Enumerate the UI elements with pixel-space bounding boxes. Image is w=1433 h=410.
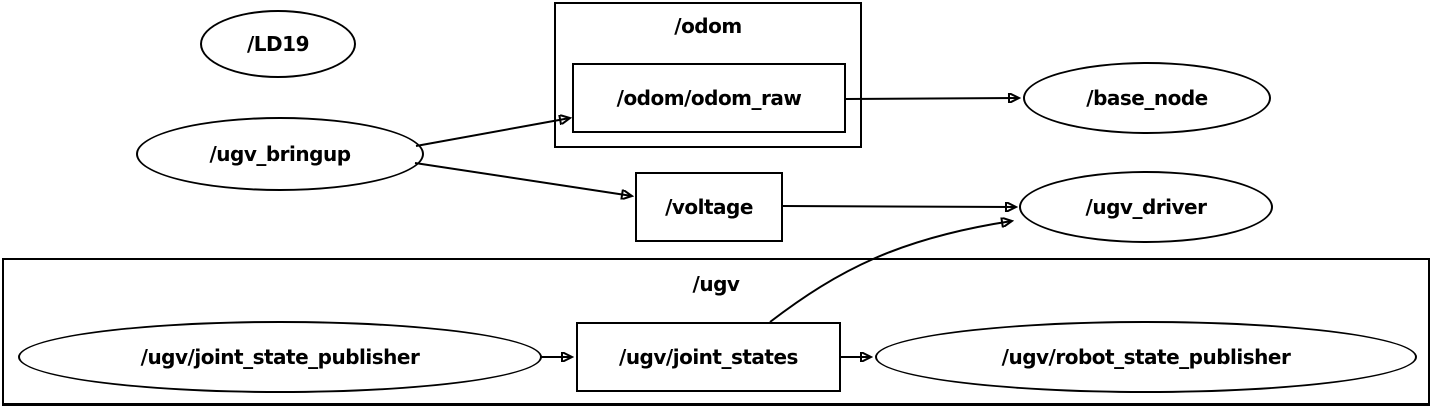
topic-joint-states: /ugv/joint_states — [576, 322, 841, 392]
namespace-odom-label: /odom — [674, 14, 742, 38]
node-joint-state-publisher: /ugv/joint_state_publisher — [18, 321, 542, 393]
node-ugv-bringup-label: /ugv_bringup — [209, 142, 351, 166]
topic-joint-states-label: /ugv/joint_states — [619, 345, 798, 369]
edge-voltage-to-ugv-driver — [782, 206, 1016, 207]
node-robot-state-publisher: /ugv/robot_state_publisher — [875, 321, 1417, 393]
topic-voltage: /voltage — [635, 172, 783, 242]
namespace-box-odom: /odom — [554, 2, 862, 148]
edge-ugv-bringup-to-voltage — [414, 162, 632, 196]
node-ld19-label: /LD19 — [247, 32, 309, 56]
node-base-node-label: /base_node — [1086, 86, 1208, 110]
node-base-node: /base_node — [1023, 62, 1271, 134]
topic-odom-raw: /odom/odom_raw — [572, 63, 846, 133]
edge-ugv-bringup-to-odom-raw — [415, 118, 570, 147]
namespace-box-ugv: /ugv — [2, 258, 1430, 406]
node-ld19: /LD19 — [200, 10, 356, 78]
namespace-ugv-label: /ugv — [692, 272, 740, 296]
node-ugv-bringup: /ugv_bringup — [136, 117, 424, 191]
node-joint-state-publisher-label: /ugv/joint_state_publisher — [140, 345, 420, 369]
node-ugv-driver-label: /ugv_driver — [1085, 195, 1207, 219]
edge-odom-raw-to-base-node — [845, 98, 1019, 99]
node-ugv-driver: /ugv_driver — [1019, 171, 1273, 243]
topic-voltage-label: /voltage — [665, 195, 753, 219]
node-robot-state-publisher-label: /ugv/robot_state_publisher — [1001, 345, 1291, 369]
topic-odom-raw-label: /odom/odom_raw — [616, 86, 802, 110]
